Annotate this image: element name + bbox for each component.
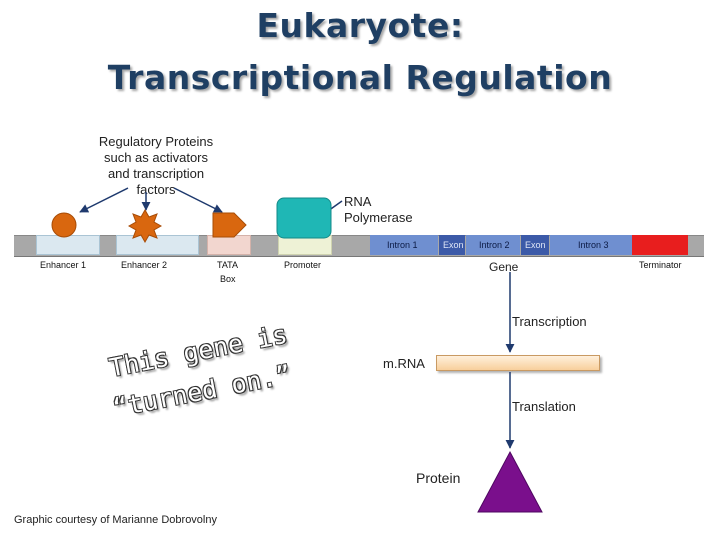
protein-triangle <box>477 450 543 513</box>
intron-1-label: Intron 1 <box>387 240 418 250</box>
activator-circle <box>51 212 77 238</box>
rna-polymerase-shape <box>276 197 332 239</box>
exon-1-segment <box>439 235 465 255</box>
exon-2-segment <box>521 235 549 255</box>
promoter-label: Promoter <box>284 260 322 270</box>
rna-polymerase-line-2: Polymerase <box>344 210 413 225</box>
tata-label: TATA <box>217 260 238 270</box>
enhancer-2-segment <box>116 235 199 255</box>
regulatory-proteins-line-3: and transcription <box>107 166 205 181</box>
intron-3-segment <box>550 235 632 255</box>
intron-2-segment <box>466 235 520 255</box>
terminator-label: Terminator <box>639 260 682 270</box>
protein-label: Protein <box>416 470 461 486</box>
intron-3-label: Intron 3 <box>578 240 609 250</box>
translation-label: Translation <box>512 399 576 414</box>
regulatory-proteins-line-1: Regulatory Proteins <box>98 134 214 149</box>
regulatory-proteins-label: Regulatory Proteins such as activators a… <box>76 134 236 198</box>
mrna-strand <box>436 355 600 371</box>
rna-polymerase-line-1: RNA <box>344 194 372 209</box>
activator-pentagon <box>212 212 247 238</box>
intron-2-label: Intron 2 <box>479 240 510 250</box>
title-line-1: Eukaryote: <box>256 6 464 45</box>
terminator-segment <box>632 235 688 255</box>
arrow-to-activator-1 <box>79 187 129 213</box>
box-label: Box <box>220 274 236 284</box>
enhancer-1-label: Enhancer 1 <box>40 260 87 270</box>
activator-star <box>127 208 163 244</box>
title-line-2: Transcriptional Regulation <box>107 58 613 97</box>
image-credit: Graphic courtesy of Marianne Dobrovolny <box>14 514 217 526</box>
arrow-to-activator-3 <box>173 187 223 213</box>
exon-1-label: Exon <box>443 240 464 250</box>
enhancer-2-label: Enhancer 2 <box>121 260 168 270</box>
regulatory-proteins-line-2: such as activators <box>103 150 209 165</box>
mrna-label: m.RNA <box>383 356 425 371</box>
exon-2-label: Exon <box>525 240 546 250</box>
rna-polymerase-label: RNA Polymerase <box>344 194 413 226</box>
transcription-label: Transcription <box>512 314 587 329</box>
intron-1-segment <box>370 235 438 255</box>
gene-label: Gene <box>489 260 519 274</box>
